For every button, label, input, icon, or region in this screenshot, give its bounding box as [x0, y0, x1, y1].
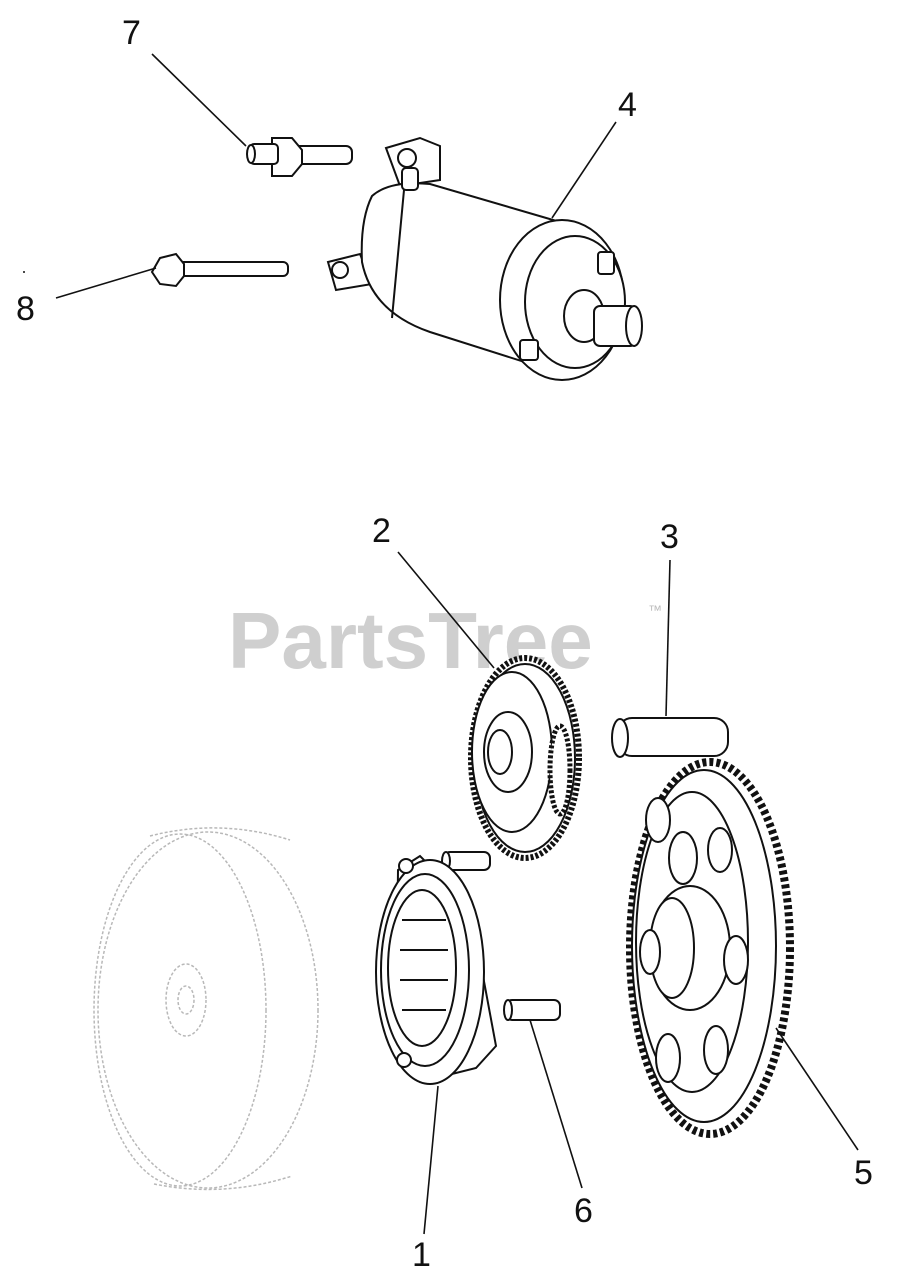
part-3-shaft — [611, 717, 729, 758]
callout-2: 2 — [372, 512, 391, 550]
callout-6: 6 — [574, 1192, 593, 1230]
stray-dot — [23, 271, 25, 273]
part-6-bolts — [441, 851, 561, 1021]
part-4-starter-motor — [326, 136, 643, 381]
leader-lines — [55, 53, 859, 1235]
callout-1: 1 — [412, 1236, 431, 1274]
part-7-stud-bolt — [246, 137, 353, 177]
part-5-large-gear — [626, 758, 794, 1138]
callout-3: 3 — [660, 518, 679, 556]
part-2-idler-gear — [468, 655, 582, 861]
callout-4: 4 — [618, 86, 637, 124]
callout-7: 7 — [122, 14, 141, 52]
callout-5: 5 — [854, 1154, 873, 1192]
watermark-tm: ™ — [648, 602, 662, 618]
part-8-bolt — [150, 252, 289, 288]
flywheel-phantom — [93, 827, 319, 1191]
part-1-clutch — [375, 854, 498, 1085]
callout-8: 8 — [16, 290, 35, 328]
